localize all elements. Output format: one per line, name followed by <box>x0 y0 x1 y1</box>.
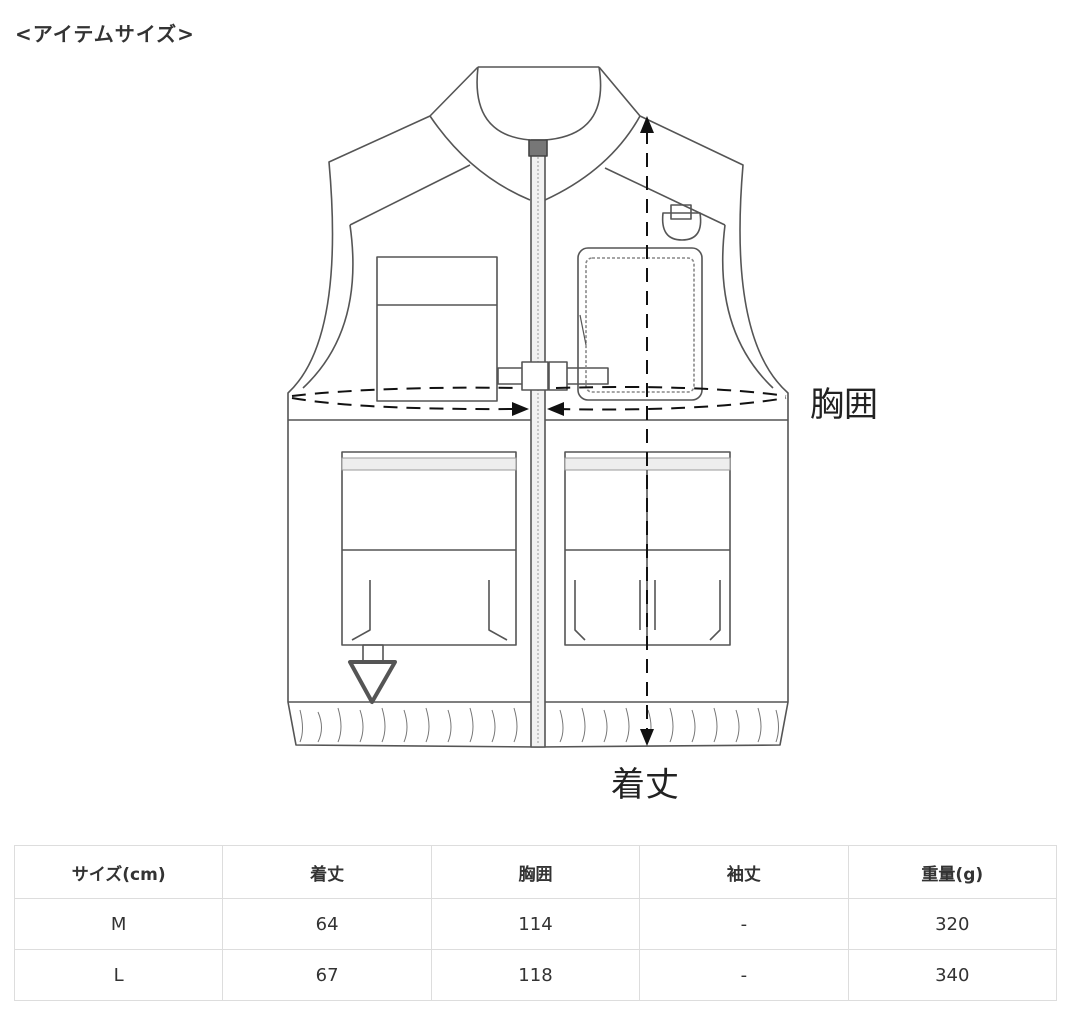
vest-size-diagram: 胸囲 着丈 <box>287 66 878 805</box>
cell-sleeve: - <box>639 949 849 1001</box>
cell-length: 64 <box>222 898 432 950</box>
cell-size: L <box>13 949 224 1001</box>
header-weight: 重量(g) <box>847 845 1058 899</box>
vest-illustration <box>287 66 789 748</box>
cell-sleeve: - <box>639 898 849 950</box>
cell-weight: 320 <box>847 898 1058 950</box>
size-table: サイズ(cm) 着丈 胸囲 袖丈 重量(g) M 64 114 - 320 L … <box>13 845 1058 1001</box>
header-chest: 胸囲 <box>430 845 641 899</box>
header-sleeve: 袖丈 <box>639 845 849 899</box>
cell-size: M <box>13 898 224 950</box>
header-length: 着丈 <box>222 845 432 899</box>
table-row: M 64 114 - 320 <box>13 898 1058 950</box>
chest-measurement-label: 胸囲 <box>810 385 878 425</box>
length-measurement-label: 着丈 <box>611 765 679 805</box>
header-size: サイズ(cm) <box>13 845 224 899</box>
cell-chest: 114 <box>430 898 641 950</box>
cell-weight: 340 <box>847 949 1058 1001</box>
cell-chest: 118 <box>430 949 641 1001</box>
table-header-row: サイズ(cm) 着丈 胸囲 袖丈 重量(g) <box>13 845 1058 899</box>
cell-length: 67 <box>222 949 432 1001</box>
table-row: L 67 118 - 340 <box>13 949 1058 1001</box>
section-title: <アイテムサイズ> <box>15 22 195 46</box>
